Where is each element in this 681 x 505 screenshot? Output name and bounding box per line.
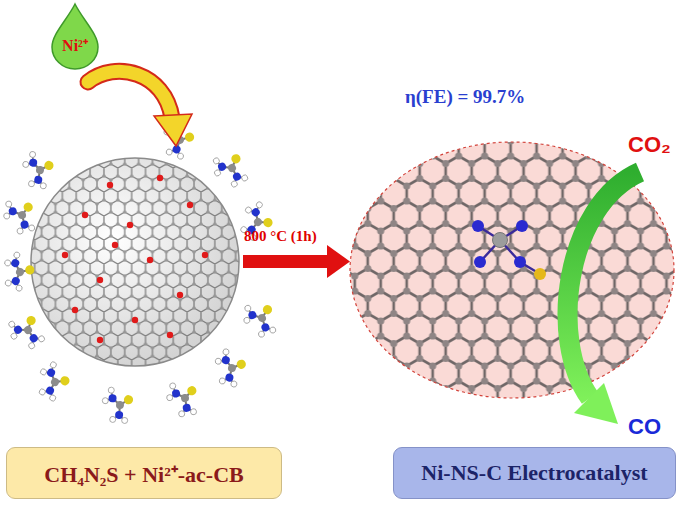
species-label: CO	[628, 414, 661, 440]
ion-droplet: Ni²⁺	[48, 2, 102, 70]
caption-box: CH₄N₂S + Ni²⁺-ac-CB	[6, 447, 282, 499]
species-label: CO₂	[628, 132, 671, 158]
caption-text: CH₄N₂S + Ni²⁺-ac-CB	[44, 458, 243, 488]
caption-box: Ni-NS-C Electrocatalyst	[393, 447, 676, 499]
condition-label: 800 °C (1h)	[244, 228, 317, 245]
efficiency-label: η(FE) = 99.7%	[405, 86, 525, 108]
caption-text: Ni-NS-C Electrocatalyst	[421, 460, 647, 486]
ion-label: Ni²⁺	[62, 34, 88, 56]
droplet-shape	[48, 2, 102, 70]
